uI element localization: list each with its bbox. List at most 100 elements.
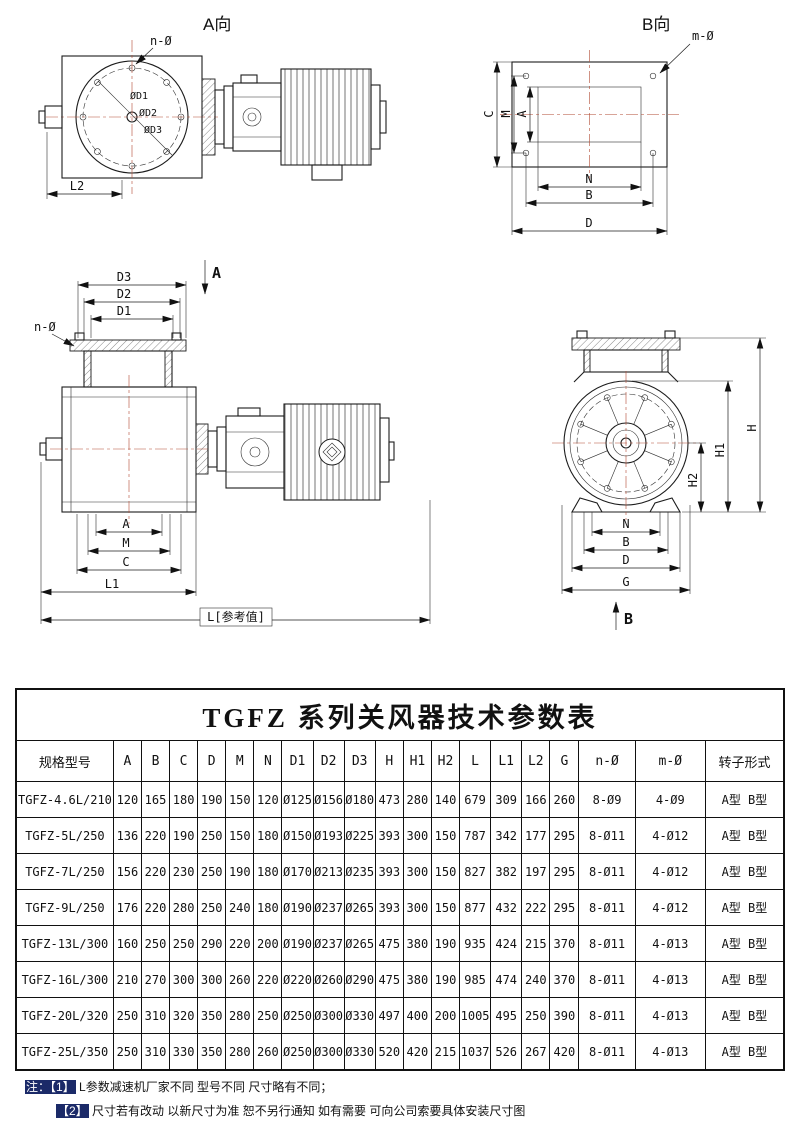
column-header: H1 [402, 740, 432, 782]
dim-a-front: A [95, 514, 163, 536]
value-cell: 877 [459, 889, 492, 926]
value-cell: 215 [521, 925, 551, 962]
column-header: H2 [430, 740, 461, 782]
notes-section: 注：【1】 L参数减速机厂家不同 型号不同 尺寸略有不同； 【2】 尺寸若有改动… [25, 1078, 525, 1126]
leader-arrow [135, 47, 154, 65]
dia1-label: ØD1 [130, 90, 148, 102]
dim-a-vertical: A [515, 86, 538, 143]
column-header: B [140, 740, 171, 782]
n-hole-callout-front: n-Ø [34, 320, 56, 334]
value-cell: 136 [112, 817, 142, 854]
dim-d1: D1 [90, 304, 174, 338]
value-cell: 420 [549, 1033, 580, 1071]
value-cell: 300 [402, 889, 432, 926]
dim-n-horizontal: N [537, 142, 642, 191]
a-label: A [515, 110, 529, 118]
column-header: 规格型号 [15, 740, 114, 782]
value-cell: Ø170 [281, 853, 314, 890]
value-cell: 309 [490, 781, 523, 818]
value-cell: Ø193 [312, 817, 345, 854]
foot-right [649, 497, 681, 513]
value-cell: Ø220 [281, 961, 314, 998]
value-cell: 985 [459, 961, 492, 998]
value-cell: 190 [430, 961, 461, 998]
value-cell: 280 [402, 781, 432, 818]
view-a-drawing: A向 ØD1 ØD2 ØD3 n-Ø [38, 15, 387, 199]
l1-label: L1 [105, 577, 119, 591]
value-cell: A型 B型 [704, 997, 785, 1034]
value-cell: 260 [549, 781, 580, 818]
value-cell: 520 [374, 1033, 404, 1071]
value-cell: Ø300 [312, 997, 345, 1034]
front-view-drawing: A D3 D2 D1 n-Ø [34, 260, 431, 627]
value-cell: Ø180 [343, 781, 376, 818]
value-cell: A型 B型 [704, 925, 785, 962]
value-cell: 215 [430, 1033, 461, 1071]
value-cell: 342 [490, 817, 523, 854]
value-cell: 473 [374, 781, 404, 818]
value-cell: 475 [374, 925, 404, 962]
value-cell: Ø290 [343, 961, 376, 998]
value-cell: 390 [549, 997, 580, 1034]
value-cell: 120 [253, 781, 283, 818]
d-label: D [622, 553, 629, 567]
value-cell: 180 [253, 853, 283, 890]
model-cell: TGFZ-7L/250 [15, 853, 114, 890]
shaft-end [38, 105, 63, 129]
value-cell: 267 [521, 1033, 551, 1071]
dim-l2: L2 [46, 132, 123, 199]
note-2-text: 尺寸若有改动 以新尺寸为准 恕不另行通知 如有需要 可向公司索要具体安装尺寸图 [92, 1104, 526, 1118]
value-cell: 220 [140, 853, 171, 890]
dim-d2: D2 [83, 287, 181, 338]
column-header: D [197, 740, 227, 782]
column-header: 转子形式 [704, 740, 785, 782]
value-cell: 180 [253, 889, 283, 926]
dim-c-vertical: C [482, 61, 512, 168]
value-cell: 150 [430, 889, 461, 926]
value-cell: Ø330 [343, 997, 376, 1034]
column-header: L [459, 740, 492, 782]
value-cell: 290 [197, 925, 227, 962]
value-cell: Ø190 [281, 925, 314, 962]
value-cell: 295 [549, 889, 580, 926]
engineering-drawings: A向 ØD1 ØD2 ØD3 n-Ø [34, 15, 766, 630]
d1-label: D1 [117, 304, 131, 318]
m-label: M [122, 536, 129, 550]
value-cell: 190 [225, 853, 255, 890]
value-cell: 180 [253, 817, 283, 854]
value-cell: 197 [521, 853, 551, 890]
value-cell: Ø265 [343, 889, 376, 926]
gearbox-and-motor-front [195, 403, 395, 501]
value-cell: 8-Ø9 [578, 781, 636, 818]
value-cell: 295 [549, 817, 580, 854]
note-line-1: 注：【1】 L参数减速机厂家不同 型号不同 尺寸略有不同； [25, 1078, 525, 1095]
dia2-label: ØD2 [139, 107, 157, 119]
value-cell: 160 [112, 925, 142, 962]
value-cell: 370 [549, 961, 580, 998]
view-a-title: A向 [203, 15, 231, 34]
column-header: D2 [312, 740, 345, 782]
value-cell: 935 [459, 925, 492, 962]
value-cell: 8-Ø11 [578, 961, 636, 998]
bolt-holes [79, 64, 185, 170]
value-cell: Ø190 [281, 889, 314, 926]
view-b-drawing: B向 m-Ø C M [482, 15, 714, 235]
spokes [580, 397, 672, 489]
value-cell: 497 [374, 997, 404, 1034]
value-cell: A型 B型 [704, 853, 785, 890]
value-cell: 320 [169, 997, 199, 1034]
value-cell: 4-Ø9 [634, 781, 706, 818]
value-cell: Ø250 [281, 1033, 314, 1071]
value-cell: 270 [140, 961, 171, 998]
value-cell: 230 [169, 853, 199, 890]
table-title: TGFZ 系列关风器技术参数表 [15, 688, 785, 741]
gearbox-and-motor-top [201, 68, 387, 181]
value-cell: Ø225 [343, 817, 376, 854]
value-cell: 300 [169, 961, 199, 998]
